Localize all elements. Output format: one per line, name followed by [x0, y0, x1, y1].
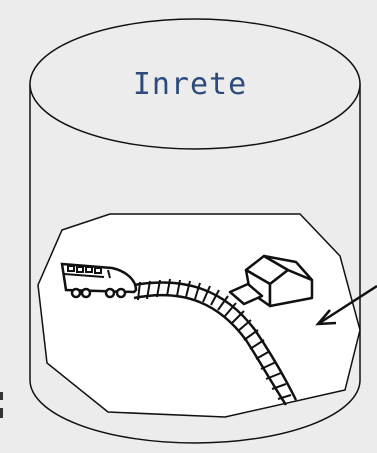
- edge-marker: [0, 392, 3, 418]
- inner-region: [38, 214, 360, 417]
- diagram-title: Inrete: [133, 67, 247, 102]
